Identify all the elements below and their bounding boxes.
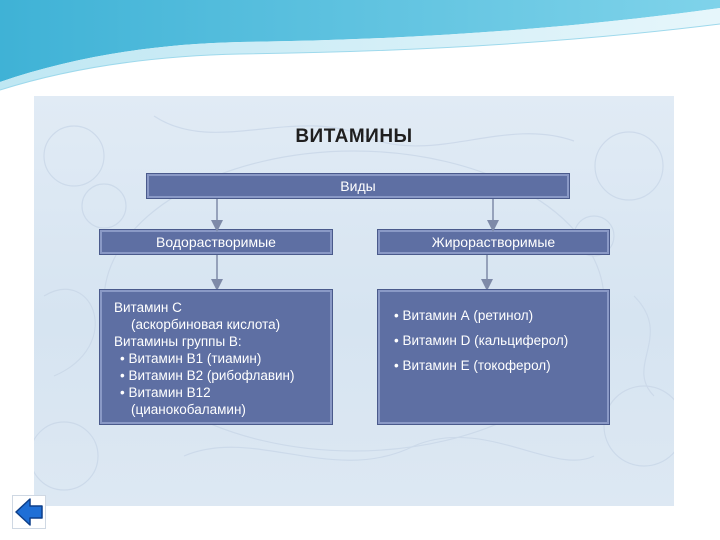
category-label-fat-soluble: Жирорастворимые: [432, 234, 555, 250]
back-arrow-icon: [12, 495, 46, 529]
list-item: • Витамин В1 (тиамин): [114, 350, 320, 367]
root-box-vidy: Виды: [147, 174, 569, 198]
list-item: • Витамин А (ретинол): [394, 303, 597, 328]
root-box-label: Виды: [340, 178, 375, 194]
water-soluble-list: Витамин С (аскорбиновая кислота) Витамин…: [100, 290, 332, 424]
list-item: • Витамин Е (токоферол): [394, 353, 597, 378]
list-item: Витамины группы В:: [114, 333, 320, 350]
diagram-panel: ВИТАМИНЫ Виды Водорастворимые Жирораство…: [34, 96, 674, 506]
back-button[interactable]: [12, 495, 46, 529]
list-item: • Витамин В12: [114, 384, 320, 401]
fat-soluble-list: • Витамин А (ретинол) • Витамин D (кальц…: [378, 290, 609, 424]
top-wave-decoration: [0, 0, 720, 95]
diagram-title: ВИТАМИНЫ: [34, 126, 674, 148]
list-item: • Витамин D (кальциферол): [394, 328, 597, 353]
category-label-water-soluble: Водорастворимые: [156, 234, 276, 250]
list-item: • Витамин В2 (рибофлавин): [114, 367, 320, 384]
category-box-water-soluble: Водорастворимые: [100, 230, 332, 254]
category-box-fat-soluble: Жирорастворимые: [378, 230, 609, 254]
list-item: (аскорбиновая кислота): [114, 316, 320, 333]
list-item: Витамин С: [114, 299, 320, 316]
list-item: (цианокобаламин): [114, 401, 320, 418]
